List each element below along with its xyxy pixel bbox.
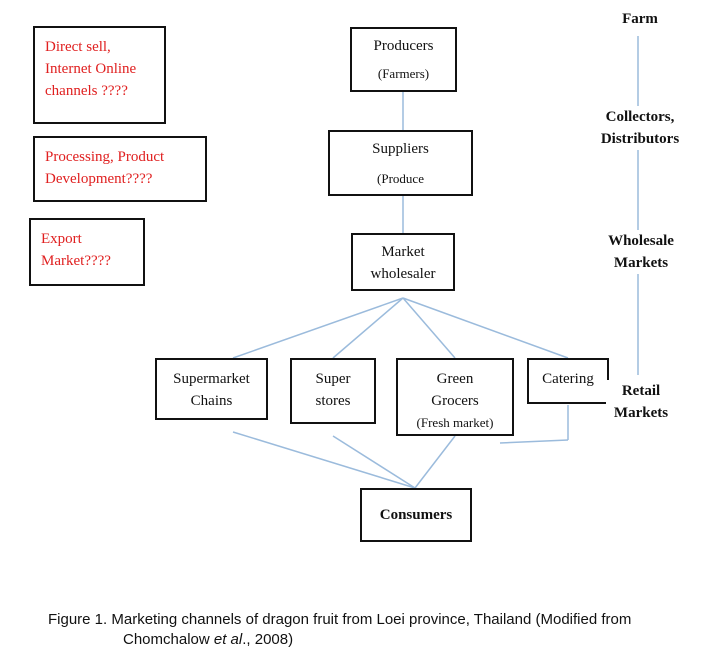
- consumers-box: Consumers: [360, 488, 472, 542]
- wholesaler-box: Market wholesaler: [351, 233, 455, 291]
- stage-wholesale: Wholesale Markets: [598, 230, 684, 274]
- line-wholesaler-grocers: [402, 297, 456, 359]
- super-stores-line-2: stores: [315, 393, 351, 409]
- caption-line-2: Chomchalow et al., 2008): [48, 630, 688, 650]
- stage-collectors-line-1: Collectors,: [605, 109, 675, 125]
- line-superstores-consumers: [332, 435, 416, 489]
- direct-sell-line-2: Internet Online: [45, 61, 137, 77]
- processing-line-2: Development????: [45, 171, 153, 187]
- export-line-2: Market????: [41, 253, 111, 269]
- suppliers-subtitle: (Produce: [377, 171, 424, 186]
- caption-etal: et al: [213, 631, 243, 648]
- stage-wholesale-line-1: Wholesale: [608, 233, 674, 249]
- direct-sell-line-3: channels ????: [45, 83, 128, 99]
- super-stores-line-1: Super: [315, 371, 351, 387]
- green-grocers-box: Green Grocers (Fresh market): [396, 358, 514, 436]
- green-grocers-line-3: (Fresh market): [416, 415, 494, 430]
- stage-collectors: Collectors, Distributors: [592, 106, 688, 150]
- producers-box: Producers (Farmers): [350, 27, 457, 92]
- processing-line-1: Processing, Product: [45, 149, 165, 165]
- suppliers-box: Suppliers (Produce: [328, 130, 473, 196]
- green-grocers-line-2: Grocers: [431, 393, 479, 409]
- line-wholesaler-superstores: [332, 297, 404, 359]
- line-wholesaler-catering: [402, 297, 569, 359]
- stage-collectors-line-2: Distributors: [600, 131, 680, 147]
- wholesaler-line-2: wholesaler: [370, 266, 436, 282]
- stage-farm-label: Farm: [622, 11, 658, 27]
- direct-sell-box: Direct sell, Internet Online channels ??…: [33, 26, 166, 124]
- caption-suffix: ., 2008): [242, 631, 294, 648]
- processing-box: Processing, Product Development????: [33, 136, 207, 202]
- line-grocers-consumers: [414, 435, 456, 489]
- caption-prefix: Figure 1. Marketing channels of dragon f…: [48, 611, 632, 628]
- direct-sell-line-1: Direct sell,: [45, 39, 111, 55]
- export-box: Export Market????: [29, 218, 145, 286]
- figure-caption: Figure 1. Marketing channels of dragon f…: [48, 610, 688, 650]
- stage-retail-line-1: Retail: [621, 383, 661, 399]
- supermarket-line-2: Chains: [190, 393, 233, 409]
- consumers-label: Consumers: [379, 507, 453, 523]
- line-supermarket-consumers: [232, 431, 416, 489]
- green-grocers-line-1: Green: [436, 371, 474, 387]
- supermarket-line-1: Supermarket: [173, 371, 250, 387]
- stage-farm: Farm: [612, 8, 668, 30]
- producers-subtitle: (Farmers): [377, 66, 430, 81]
- suppliers-title: Suppliers: [372, 141, 429, 157]
- catering-label: Catering: [542, 371, 594, 387]
- line-wholesaler-supermarket: [232, 297, 404, 359]
- stage-retail: Retail Markets: [606, 380, 676, 424]
- stage-wholesale-line-2: Markets: [613, 255, 669, 271]
- super-stores-box: Super stores: [290, 358, 376, 424]
- catering-box: Catering: [527, 358, 609, 404]
- caption-author: Chomchalow: [123, 631, 214, 648]
- wholesaler-line-1: Market: [381, 244, 425, 260]
- export-line-1: Export: [41, 231, 82, 247]
- producers-title: Producers: [373, 38, 434, 54]
- stage-retail-line-2: Markets: [613, 405, 669, 421]
- supermarket-chains-box: Supermarket Chains: [155, 358, 268, 420]
- line-catering-hook: [499, 439, 569, 444]
